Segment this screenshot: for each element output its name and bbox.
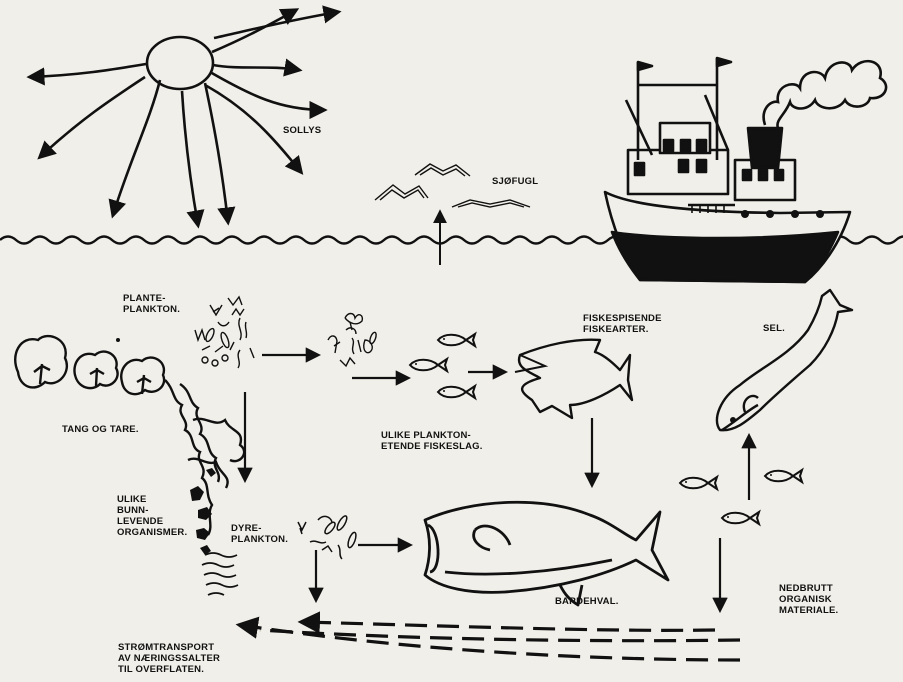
baleen-whale-icon bbox=[425, 502, 668, 605]
label-sollys: SOLLYS bbox=[283, 125, 321, 136]
zooplankton-icon bbox=[298, 515, 358, 559]
small-fish-1-icon bbox=[680, 477, 717, 489]
plankton-fish-3-icon bbox=[438, 386, 475, 398]
label-dyreplankton: DYRE-PLANKTON. bbox=[231, 523, 288, 545]
food-chain-arrows bbox=[245, 355, 749, 610]
plankton-cluster-icon bbox=[328, 314, 377, 367]
current-transport-arrows bbox=[240, 622, 740, 660]
plankton-dot bbox=[116, 338, 120, 342]
small-fish-3-icon bbox=[722, 512, 759, 524]
label-bardehval: BARDEHVAL. bbox=[555, 596, 619, 607]
predatory-fish-icon bbox=[519, 340, 632, 418]
plankton-fish-1-icon bbox=[438, 334, 475, 346]
label-sjofugl: SJØFUGL bbox=[492, 176, 538, 187]
label-sel: SEL. bbox=[763, 323, 785, 334]
label-tang: TANG OG TARE. bbox=[62, 424, 139, 435]
bottom-organisms-icon bbox=[190, 468, 216, 555]
ship-icon bbox=[605, 58, 850, 282]
seal-icon bbox=[717, 290, 852, 430]
label-planteplankton: PLANTE-PLANKTON. bbox=[123, 293, 180, 315]
ship-smoke bbox=[764, 61, 886, 128]
plankton-fish-2-icon bbox=[410, 359, 447, 371]
sun-icon bbox=[30, 10, 338, 225]
label-plankton-fish: ULIKE PLANKTON-ETENDE FISKESLAG. bbox=[381, 430, 483, 452]
small-fish-2-icon bbox=[765, 470, 802, 482]
phytoplankton-icon bbox=[195, 297, 254, 368]
sediment-lines bbox=[202, 553, 238, 595]
bleed-through-text bbox=[445, 2, 449, 23]
